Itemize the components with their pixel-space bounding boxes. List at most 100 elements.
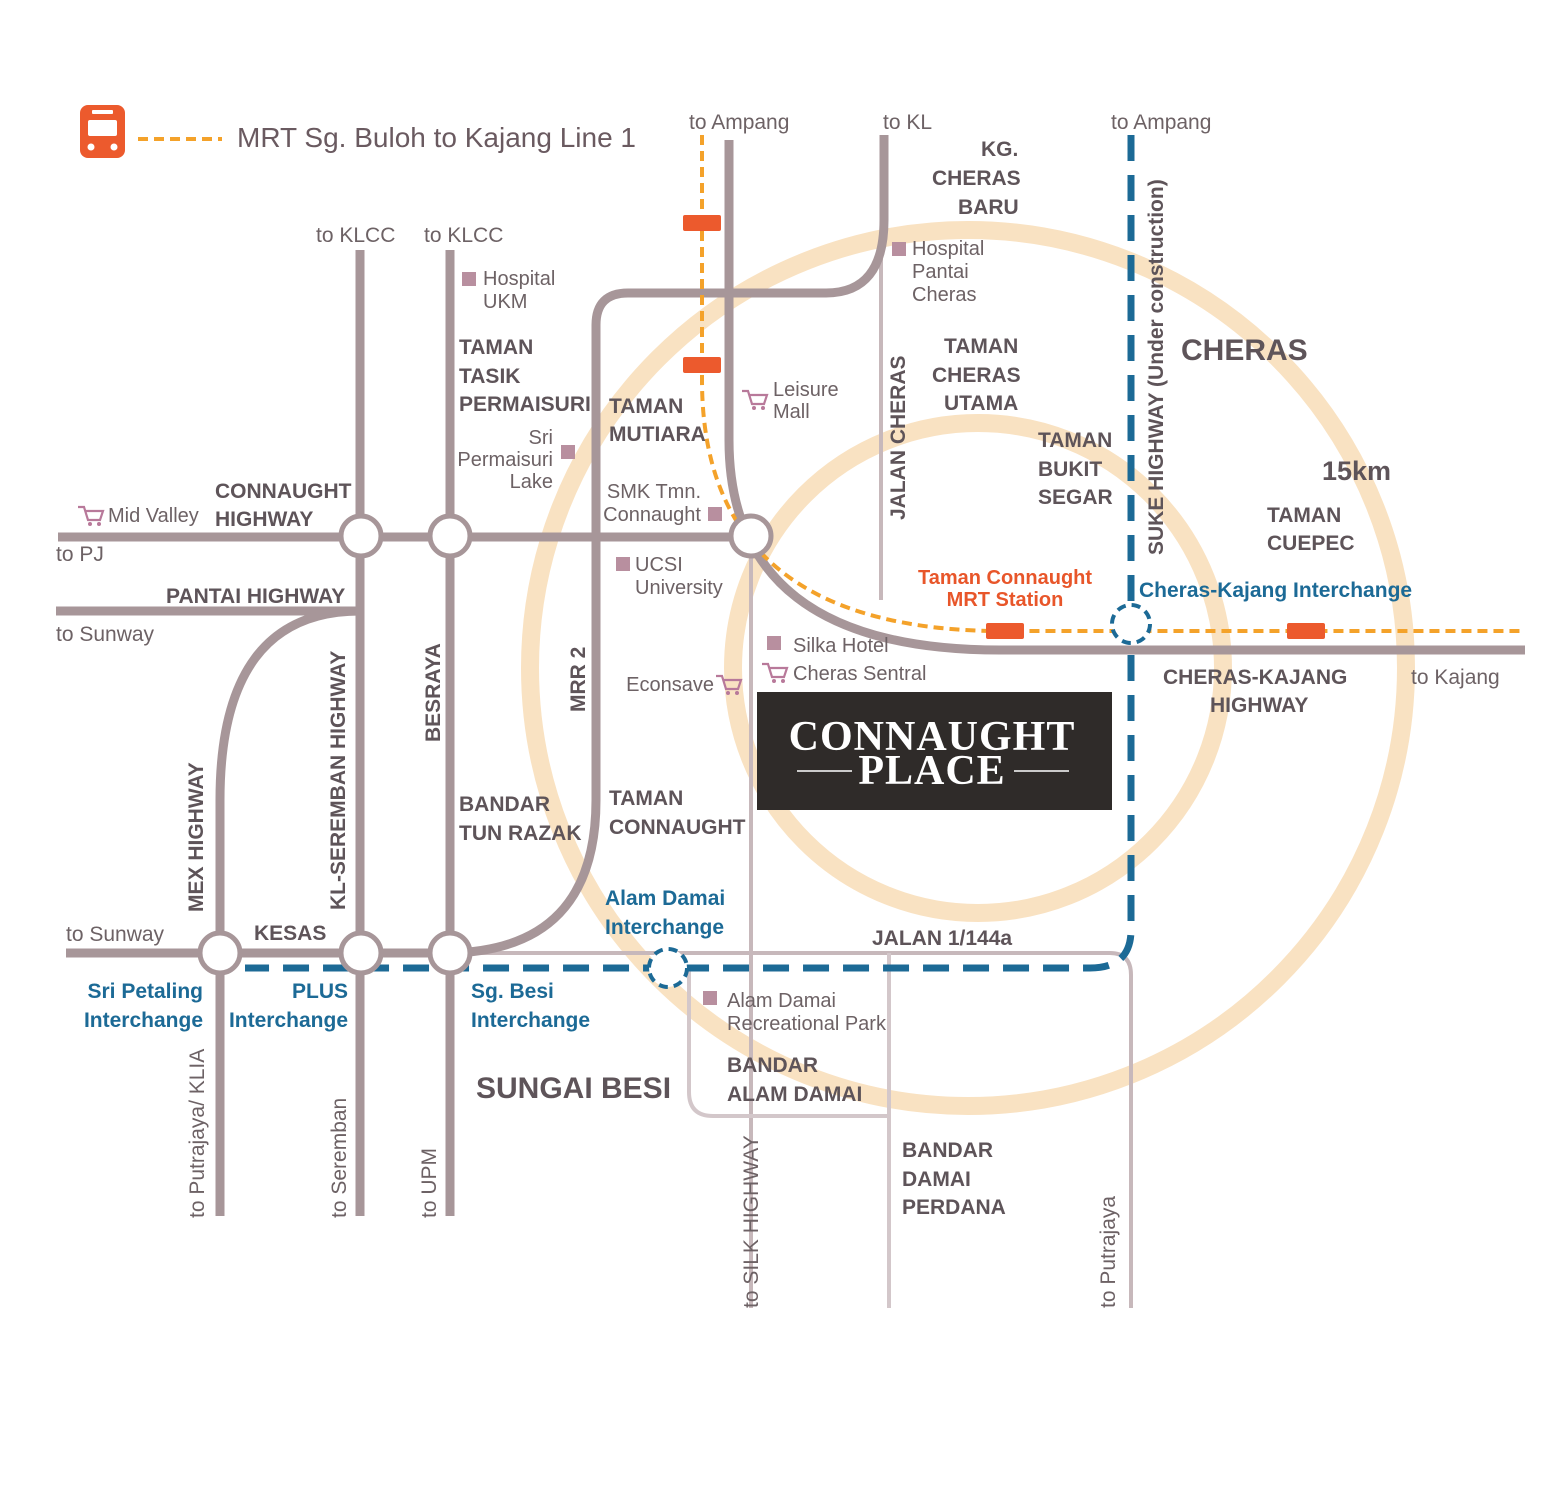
jalan-144a-road xyxy=(471,951,1133,1308)
poi-label: Mall xyxy=(773,401,810,423)
road-label: SUKE HIGHWAY (Under construction) xyxy=(1145,179,1168,555)
poi-label: SMK Tmn. xyxy=(607,481,701,503)
road-label: HIGHWAY xyxy=(215,508,313,531)
road-label: MRR 2 xyxy=(567,647,590,712)
interchange-label: Alam Damai xyxy=(605,887,725,910)
shopping-cart-icon xyxy=(716,674,743,695)
poi-label: Hospital xyxy=(483,268,555,290)
road-label: CHERAS-KAJANG xyxy=(1163,666,1347,689)
poi-label: Mid Valley xyxy=(108,505,199,527)
poi-label: University xyxy=(635,577,723,599)
poi-label: Connaught xyxy=(603,504,701,526)
direction-label: to Putrajaya xyxy=(1097,1196,1120,1308)
logo-line-1: CONNAUGHT xyxy=(789,714,1076,760)
poi-label: Alam Damai xyxy=(727,990,836,1012)
poi-label: Pantai xyxy=(912,261,969,283)
poi-label: Econsave xyxy=(626,674,714,696)
area-label: CHERAS xyxy=(932,364,1021,387)
district-label: CHERAS xyxy=(1181,334,1308,367)
mrt-station-marker xyxy=(1287,623,1325,639)
poi-label: Silka Hotel xyxy=(793,635,889,657)
direction-label: to Kajang xyxy=(1411,666,1500,689)
poi-label: UCSI xyxy=(635,554,683,576)
area-label: TAMAN xyxy=(609,787,683,810)
poi-label: Permaisuri xyxy=(457,449,553,471)
road-label: PANTAI HIGHWAY xyxy=(166,585,345,608)
interchange-label: Interchange xyxy=(605,916,724,939)
suke-highway-line xyxy=(245,135,1135,972)
interchange-label: PLUS xyxy=(292,980,348,1003)
area-label: UTAMA xyxy=(944,392,1018,415)
lake-marker-icon xyxy=(561,445,575,459)
area-label: TAMAN xyxy=(1038,429,1112,452)
mrt-train-icon xyxy=(80,105,125,158)
area-label: ALAM DAMAI xyxy=(727,1083,862,1106)
school-marker-icon xyxy=(708,507,722,521)
mrt-station-marker xyxy=(683,357,721,373)
road-label: BESRAYA xyxy=(422,643,445,742)
mrt-line xyxy=(700,135,1525,633)
area-label: TUN RAZAK xyxy=(459,822,581,845)
hotel-marker-icon xyxy=(767,636,781,650)
area-label: BUKIT xyxy=(1038,458,1102,481)
junction-node xyxy=(338,513,384,559)
radius-ring-outer xyxy=(521,221,1415,1115)
poi-label: Cheras xyxy=(912,284,976,306)
area-label: TAMAN xyxy=(459,336,533,359)
area-label: TAMAN xyxy=(1267,504,1341,527)
road-label: JALAN 1/144a xyxy=(872,927,1012,950)
legend-label: MRT Sg. Buloh to Kajang Line 1 xyxy=(237,122,636,153)
radius-label: 15km xyxy=(1322,456,1391,486)
road-label: MEX HIGHWAY xyxy=(185,762,208,912)
logo-line-2: PLACE xyxy=(858,748,1005,794)
station-label: MRT Station xyxy=(947,589,1064,611)
hospital-marker-icon xyxy=(892,242,906,256)
direction-label: to Putrajaya/ KLIA xyxy=(186,1049,209,1218)
jalan-cheras-cheras-kajang-road xyxy=(724,140,1525,655)
area-label: BANDAR xyxy=(459,793,550,816)
direction-label: to Ampang xyxy=(689,111,789,134)
road-label: KESAS xyxy=(254,922,326,945)
interchange-label: Interchange xyxy=(229,1009,348,1032)
shopping-cart-icon xyxy=(762,662,789,683)
area-label: BANDAR xyxy=(902,1139,993,1162)
road-label: KL-SEREMBAN HIGHWAY xyxy=(327,651,350,910)
hospital-marker-icon xyxy=(462,272,476,286)
direction-label: to UPM xyxy=(418,1148,441,1218)
station-label: Taman Connaught xyxy=(918,567,1092,589)
cheras-kajang-interchange-node xyxy=(1110,603,1152,645)
poi-label: Lake xyxy=(510,471,553,493)
area-label: PERMAISURI xyxy=(459,393,591,416)
poi-label: Leisure xyxy=(773,379,839,401)
junction-node xyxy=(338,930,384,976)
direction-label: to KLCC xyxy=(424,224,503,247)
radius-ring-inner xyxy=(724,414,1232,922)
connaught-place-logo: CONNAUGHT PLACE xyxy=(757,692,1112,810)
area-label: MUTIARA xyxy=(609,423,706,446)
direction-label: to Sunway xyxy=(56,623,155,646)
university-marker-icon xyxy=(616,557,630,571)
area-label: TASIK xyxy=(459,365,520,388)
area-label: KG. xyxy=(981,138,1018,161)
interchange-label: Sri Petaling xyxy=(87,980,203,1003)
area-label: TAMAN xyxy=(609,395,683,418)
area-label: CONNAUGHT xyxy=(609,816,746,839)
area-label: TAMAN xyxy=(944,335,1018,358)
alam-damai-interchange-node xyxy=(647,947,689,989)
interchange-label: Cheras-Kajang Interchange xyxy=(1139,579,1412,602)
alam-damai-loop-road xyxy=(687,970,889,1118)
area-label: BANDAR xyxy=(727,1054,818,1077)
area-label: CHERAS xyxy=(932,167,1021,190)
area-label: SEGAR xyxy=(1038,486,1113,509)
area-label: DAMAI xyxy=(902,1168,971,1191)
road-label: HIGHWAY xyxy=(1210,694,1308,717)
road-label: JALAN CHERAS xyxy=(887,355,910,520)
road-label: CONNAUGHT xyxy=(215,480,352,503)
interchange-label: Interchange xyxy=(471,1009,590,1032)
junction-node xyxy=(197,930,243,976)
mrr2-road xyxy=(449,135,889,958)
area-label: CUEPEC xyxy=(1267,532,1355,555)
direction-label: to Ampang xyxy=(1111,111,1211,134)
direction-label: to KLCC xyxy=(316,224,395,247)
